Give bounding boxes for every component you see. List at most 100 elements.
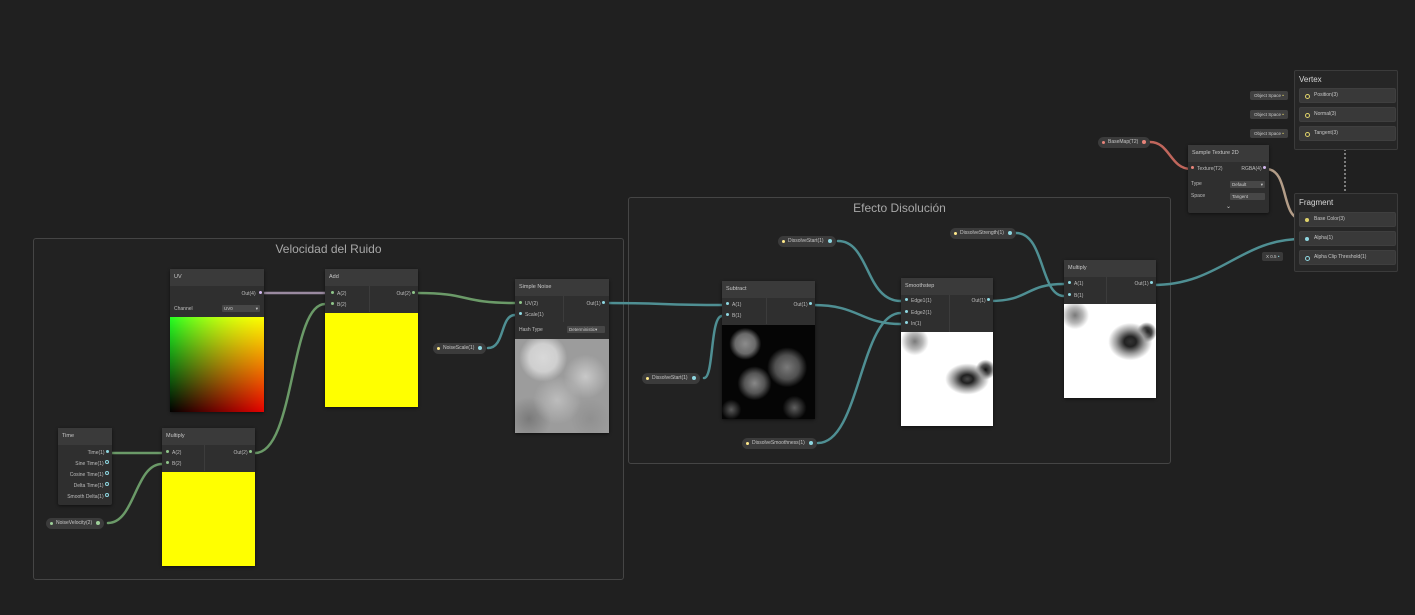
smoothstep-input-in[interactable]: In(1)	[905, 319, 921, 329]
subtract-output[interactable]: Out(1)	[777, 300, 812, 310]
property-dot-icon	[954, 232, 957, 235]
dropdown-value: Deterministic	[569, 327, 596, 332]
fragment-slot-alpha[interactable]: Alpha(1)	[1299, 231, 1396, 246]
property-label: DissolveSmoothness(1)	[752, 440, 805, 446]
time-output-delta[interactable]: Delta Time(1)	[74, 481, 109, 491]
fragment-slot-base-color[interactable]: Base Color(3)	[1299, 212, 1396, 227]
port-label: In(1)	[911, 321, 922, 327]
multiply-node-velocity[interactable]: Multiply A(2) B(2) Out(2)	[162, 428, 255, 566]
node-title: Add	[325, 269, 418, 286]
smoothstep-input-edge2[interactable]: Edge2(1)	[905, 308, 932, 318]
vertex-space-position[interactable]: Object Space •	[1250, 91, 1288, 100]
node-divider	[563, 296, 564, 322]
add-output[interactable]: Out(2)	[377, 289, 415, 299]
property-noise-scale[interactable]: NoiseScale(1)	[433, 343, 487, 354]
uv-preview	[170, 317, 264, 412]
subtract-input-a[interactable]: A(1)	[726, 300, 741, 310]
port-label: B(1)	[732, 313, 742, 319]
axis-label: X	[1266, 254, 1270, 259]
subtract-preview	[722, 325, 815, 419]
port-dot	[105, 471, 109, 475]
fragment-context[interactable]: Fragment Base Color(3) Alpha(1) Alpha Cl…	[1294, 193, 1398, 272]
port-label: Out(1)	[586, 301, 601, 307]
noise-input-uv[interactable]: UV(2)	[519, 299, 538, 309]
port-dot-icon	[1305, 218, 1309, 222]
port-dot	[905, 310, 908, 313]
property-label: NoiseVelocity(2)	[56, 520, 93, 526]
port-label: Edge1(1)	[911, 298, 932, 304]
port-label: UV(2)	[525, 301, 539, 307]
sample-texture-2d-node[interactable]: Sample Texture 2D Texture(T2) RGBA(4) Ty…	[1188, 145, 1269, 213]
type-dropdown[interactable]: Default ▾	[1230, 181, 1265, 188]
multiply-input-b[interactable]: B(2)	[166, 459, 181, 469]
chevron-down-icon: ▾	[595, 327, 598, 332]
subtract-input-b[interactable]: B(1)	[726, 311, 741, 321]
vertex-slot-normal[interactable]: Normal(3)	[1299, 107, 1396, 122]
property-dissolve-start-left[interactable]: DissolveStart(1)	[642, 373, 700, 384]
vertex-space-normal[interactable]: Object Space •	[1250, 110, 1288, 119]
port-dot	[1150, 281, 1153, 284]
smoothstep-input-edge1[interactable]: Edge1(1)	[905, 296, 932, 306]
node-title: Smoothstep	[901, 278, 993, 295]
vertex-slot-position[interactable]: Position(3)	[1299, 88, 1396, 103]
add-input-b[interactable]: B(2)	[331, 300, 346, 310]
add-input-a[interactable]: A(2)	[331, 289, 346, 299]
context-label: Object Space	[1254, 112, 1282, 117]
node-divider	[766, 298, 767, 324]
sampler-output-rgba[interactable]: RGBA(4)	[1241, 164, 1266, 174]
chevron-down-icon: ▾	[1260, 182, 1263, 187]
property-noise-velocity[interactable]: NoiseVelocity(2)	[46, 518, 105, 529]
add-node[interactable]: Add A(2) B(2) Out(2)	[325, 269, 418, 407]
property-base-map[interactable]: BaseMap(T2)	[1098, 137, 1151, 148]
sampler-input-texture[interactable]: Texture(T2)	[1191, 164, 1223, 174]
smoothstep-output[interactable]: Out(1)	[956, 296, 990, 306]
type-label: Type	[1191, 181, 1202, 187]
expand-chevron-icon[interactable]: ⌄	[1225, 204, 1232, 210]
time-node[interactable]: Time Time(1) Sine Time(1) Cosine Time(1)…	[58, 428, 112, 505]
alpha-clip-threshold-field[interactable]: X 0.5 •	[1262, 252, 1284, 261]
port-ring-icon	[1305, 113, 1310, 118]
simple-noise-node[interactable]: Simple Noise UV(2) Scale(1) Out(1) Hash …	[515, 279, 609, 433]
property-label: DissolveStart(1)	[788, 238, 824, 244]
noise-input-scale[interactable]: Scale(1)	[519, 310, 544, 320]
space-dropdown[interactable]: Tangent	[1230, 193, 1265, 200]
port-dot-icon	[1305, 237, 1309, 241]
property-dot-icon	[1102, 141, 1105, 144]
output-port-icon	[96, 520, 101, 525]
port-label: B(2)	[172, 461, 182, 467]
time-output-smooth-delta[interactable]: Smooth Delta(1)	[67, 492, 109, 502]
multiply-input-a[interactable]: A(2)	[166, 448, 181, 458]
time-output-time[interactable]: Time(1)	[88, 448, 109, 458]
smoothstep-node[interactable]: Smoothstep Edge1(1) Edge2(1) In(1) Out(1…	[901, 278, 993, 426]
hash-type-dropdown[interactable]: Deterministic▾	[567, 326, 605, 333]
channel-dropdown[interactable]: UV0 ▾	[222, 305, 260, 312]
multiply-output[interactable]: Out(1)	[1119, 279, 1153, 289]
port-dot	[905, 298, 908, 301]
multiply-input-b[interactable]: B(1)	[1068, 291, 1083, 301]
uv-node[interactable]: UV Out(4) Channel UV0 ▾	[170, 269, 264, 412]
port-dot	[249, 450, 252, 453]
uv-output-port[interactable]: Out(4)	[210, 289, 262, 299]
port-dot	[726, 313, 729, 316]
property-dissolve-start-top[interactable]: DissolveStart(1)	[778, 236, 836, 247]
subtract-node[interactable]: Subtract A(1) B(1) Out(1)	[722, 281, 815, 419]
noise-output[interactable]: Out(1)	[570, 299, 605, 309]
group-velocidad-del-ruido[interactable]: Velocidad del Ruido	[33, 238, 624, 580]
time-output-sine[interactable]: Sine Time(1)	[75, 459, 109, 469]
fragment-slot-alpha-clip[interactable]: Alpha Clip Threshold(1)	[1299, 250, 1396, 265]
multiply-node-strength[interactable]: Multiply A(1) B(1) Out(1)	[1064, 260, 1156, 398]
port-label: RGBA(4)	[1241, 166, 1262, 172]
time-output-cosine[interactable]: Cosine Time(1)	[70, 470, 109, 480]
multiply-input-a[interactable]: A(1)	[1068, 279, 1083, 289]
port-label: Sine Time(1)	[75, 461, 104, 467]
property-dissolve-smoothness[interactable]: DissolveSmoothness(1)	[742, 438, 817, 449]
property-dissolve-strength[interactable]: DissolveStrength(1)	[950, 228, 1016, 239]
vertex-space-tangent[interactable]: Object Space •	[1250, 129, 1288, 138]
property-dot-icon	[437, 347, 440, 350]
port-dot	[105, 493, 109, 497]
group-efecto-disolucion[interactable]: Efecto Disolución	[628, 197, 1171, 464]
property-dot-icon	[646, 377, 649, 380]
multiply-output[interactable]: Out(2)	[214, 448, 252, 458]
vertex-context[interactable]: Vertex Position(3) Normal(3) Tangent(3)	[1294, 70, 1398, 150]
vertex-slot-tangent[interactable]: Tangent(3)	[1299, 126, 1396, 141]
